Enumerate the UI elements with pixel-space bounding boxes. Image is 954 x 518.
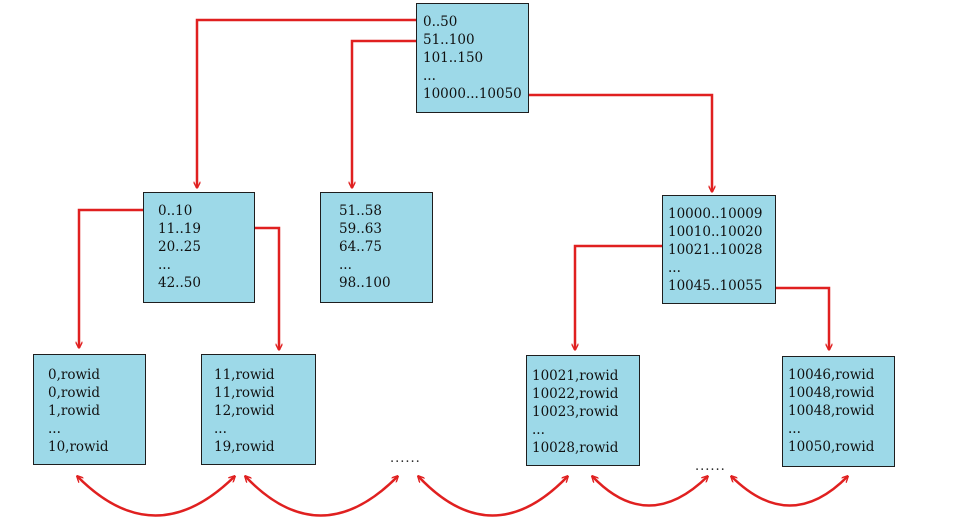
leaf-entry: ... [48,421,61,437]
branch-entry: 64..75 [339,239,382,255]
leaf-entry: 12,rowid [214,403,275,419]
left-branch-to-leaf-1-arrow [79,208,146,348]
branch-entry: 98..100 [339,275,391,291]
leaf-gap-ellipsis-2: ...... [695,459,726,474]
branch-entry: 0..10 [158,203,193,219]
leaf-2-gap-1-link [245,476,398,517]
leaf-node-2: 11,rowid 11,rowid 12,rowid ... 19,rowid [201,354,316,465]
leaf-entry: 0,rowid [48,385,100,401]
branch-entry: ... [668,260,681,276]
root-to-mid-branch-arrow [352,39,417,188]
leaf-entry: 1,rowid [48,403,100,419]
gap-1-leaf-3-link [418,476,568,517]
leaf-entry: 10022,rowid [532,386,619,402]
branch-entry: ... [158,257,171,273]
right-branch-to-leaf-3-arrow [575,244,665,350]
leaf-entry: 10050,rowid [788,439,875,455]
leaf-3-gap-2-link [592,476,708,507]
branch-entry: 42..50 [158,275,201,291]
branch-entry: 51..58 [339,203,382,219]
leaf-entry: ... [532,422,545,438]
leaf-node-3: 10021,rowid 10022,rowid 10023,rowid ... … [526,355,640,466]
branch-entry: 10021..10028 [668,242,763,258]
leaf-entry: 10,rowid [48,439,109,455]
root-entry: ... [423,68,436,84]
root-entry: 101..150 [423,50,484,66]
branch-entry: 20..25 [158,239,201,255]
leaf-entry: 0,rowid [48,367,100,383]
leaf-entry: 10046,rowid [788,367,875,383]
branch-entry: 10000..10009 [668,206,763,222]
branch-entry: 11..19 [158,221,201,237]
branch-node-left: 0..10 11..19 20..25 ... 42..50 [143,192,255,303]
leaf-gap-ellipsis-1: ...... [390,451,421,466]
branch-entry: 10010..10020 [668,224,763,240]
branch-entry: 59..63 [339,221,382,237]
root-entry: 51..100 [423,32,475,48]
leaf-node-4: 10046,rowid 10048,rowid 10048,rowid ... … [782,356,895,467]
leaf-entry: 10021,rowid [532,368,619,384]
root-node: 0..50 51..100 101..150 ... 10000...10050 [416,3,529,113]
root-to-right-branch-arrow [528,93,712,192]
leaf-1-leaf-2-link [77,476,235,517]
leaf-entry: ... [214,421,227,437]
branch-entry: 10045..10055 [668,278,763,294]
root-to-left-branch-arrow [197,18,417,188]
leaf-node-1: 0,rowid 0,rowid 1,rowid ... 10,rowid [33,354,146,465]
gap-2-leaf-4-link [731,476,848,507]
root-entry: 10000...10050 [423,86,522,102]
leaf-entry: 19,rowid [214,439,275,455]
leaf-entry: 11,rowid [214,385,275,401]
leaf-entry: 11,rowid [214,367,275,383]
right-branch-to-leaf-4-arrow [775,286,829,350]
branch-entry: ... [339,257,352,273]
leaf-entry: 10048,rowid [788,385,875,401]
branch-node-middle: 51..58 59..63 64..75 ... 98..100 [320,192,433,303]
root-entry: 0..50 [423,14,458,30]
leaf-entry: ... [788,421,801,437]
branch-node-right: 10000..10009 10010..10020 10021..10028 .… [662,195,776,304]
leaf-entry: 10023,rowid [532,404,619,420]
leaf-entry: 10048,rowid [788,403,875,419]
leaf-entry: 10028,rowid [532,440,619,456]
